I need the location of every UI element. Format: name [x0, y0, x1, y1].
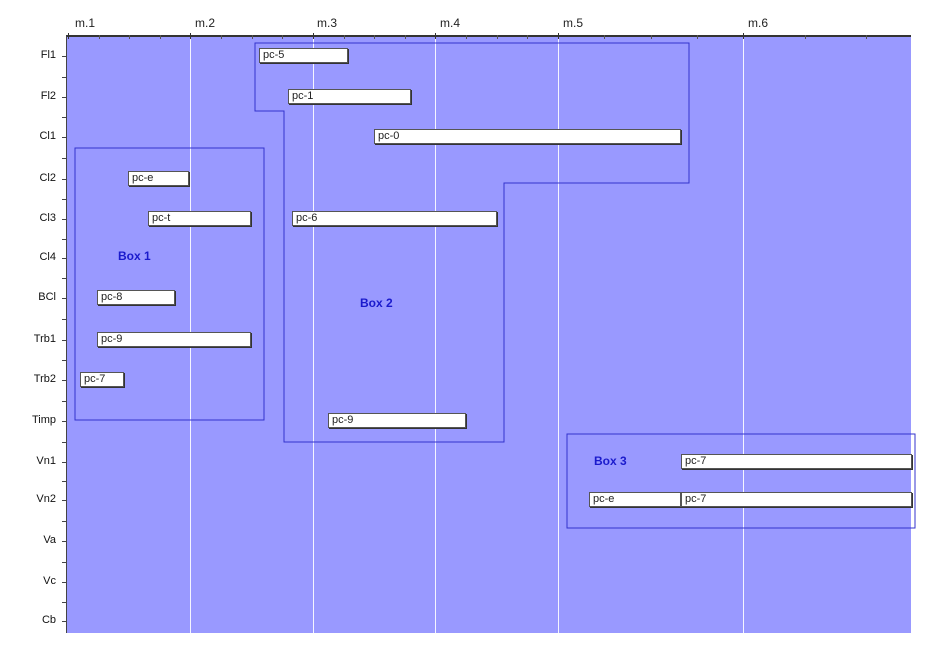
tick-minor	[465, 35, 467, 39]
row-tick	[62, 278, 66, 279]
row-tick	[62, 117, 66, 118]
row-tick	[62, 500, 66, 501]
tick-minor	[343, 35, 345, 39]
row-tick	[62, 561, 66, 563]
tick-minor	[527, 35, 529, 39]
tick-minor	[374, 35, 375, 39]
box-label: Box 2	[360, 296, 393, 310]
cell-bar: pc-e	[128, 171, 189, 186]
cell-bar: pc-6	[292, 211, 497, 226]
tick-minor	[282, 35, 284, 39]
measure-label: m.3	[317, 16, 338, 30]
tick-minor	[404, 35, 406, 39]
measure-label: m.4	[440, 16, 461, 30]
row-tick	[62, 258, 66, 259]
cell-bar: pc-t	[148, 211, 251, 226]
tick	[805, 35, 806, 39]
tick-major	[68, 33, 69, 39]
box-outline-3	[566, 433, 916, 529]
row-tick	[62, 76, 66, 78]
cell-bar: pc-8	[97, 290, 175, 305]
row-tick	[62, 481, 66, 482]
measure-label: m.5	[563, 16, 584, 30]
instrument-label: Vc	[43, 575, 56, 587]
row-tick	[62, 380, 66, 381]
tick	[743, 33, 744, 39]
tick-minor	[129, 35, 130, 39]
tick-major	[313, 33, 314, 39]
instrument-label: Cl1	[39, 130, 56, 142]
row-tick	[62, 441, 66, 443]
measure-label: m.1	[75, 16, 96, 30]
tick-minor	[696, 35, 698, 39]
row-tick	[62, 582, 66, 583]
gridline-m.4	[435, 35, 436, 633]
row-tick	[62, 340, 66, 341]
tick-major	[190, 33, 191, 39]
tick-minor	[220, 35, 222, 39]
gridline-m.3	[313, 35, 314, 633]
tick	[866, 35, 867, 39]
box-label: Box 1	[118, 249, 151, 263]
gridline-m.5	[558, 35, 559, 633]
box-label: Box 3	[594, 454, 627, 468]
tick-minor	[251, 35, 253, 39]
row-tick	[62, 137, 66, 138]
measure-label: m.2	[195, 16, 216, 30]
cell-bar: pc-9	[328, 413, 466, 428]
row-tick	[62, 601, 66, 603]
instrument-label: Fl1	[40, 49, 56, 61]
cell-bar: pc-7	[80, 372, 124, 387]
instrument-label: Cl4	[39, 251, 56, 263]
cell-bar: pc-1	[288, 89, 411, 104]
gridline-m.6	[743, 35, 744, 633]
tick-minor	[159, 35, 161, 39]
cell-bar: pc-5	[259, 48, 348, 63]
row-tick	[62, 97, 66, 98]
row-tick	[62, 400, 66, 402]
row-tick	[62, 158, 66, 159]
cell-bar: pc-7	[681, 454, 912, 469]
row-tick	[62, 219, 66, 220]
tick-minor	[650, 35, 652, 39]
cell-bar: pc-7	[681, 492, 912, 507]
tick-major	[435, 33, 436, 39]
instrument-label: Cl2	[39, 172, 56, 184]
tick-minor	[98, 35, 100, 39]
row-tick	[62, 179, 66, 180]
row-tick	[62, 360, 66, 361]
row-tick	[62, 462, 66, 463]
row-tick	[62, 541, 66, 542]
row-tick	[62, 520, 66, 522]
box-outline-2	[254, 42, 690, 443]
box-outline-1	[74, 147, 265, 421]
row-tick	[62, 199, 66, 200]
row-tick	[62, 421, 66, 422]
instrument-label: Vn2	[36, 493, 56, 505]
cell-bar: pc-0	[374, 129, 681, 144]
instrument-label: Trb2	[33, 373, 56, 385]
instrument-label: BCl	[38, 291, 56, 303]
row-tick	[62, 238, 66, 240]
measure-label: m.6	[748, 16, 769, 30]
instrument-label: Cl3	[39, 212, 56, 224]
row-tick	[62, 56, 66, 57]
tick-minor	[496, 35, 498, 39]
row-tick	[62, 621, 66, 622]
cell-bar: pc-9	[97, 332, 251, 347]
row-tick	[62, 298, 66, 299]
cell-bar: pc-e	[589, 492, 681, 507]
instrument-label: Timp	[31, 414, 56, 426]
instrument-label: Va	[43, 534, 56, 546]
instrument-label: Fl2	[40, 90, 56, 102]
instrument-label: Vn1	[36, 455, 56, 467]
tick-minor	[604, 35, 606, 39]
instrument-label: Cb	[41, 614, 56, 626]
tick-major	[558, 33, 559, 39]
row-tick	[62, 319, 66, 320]
instrument-label: Trb1	[33, 333, 56, 345]
